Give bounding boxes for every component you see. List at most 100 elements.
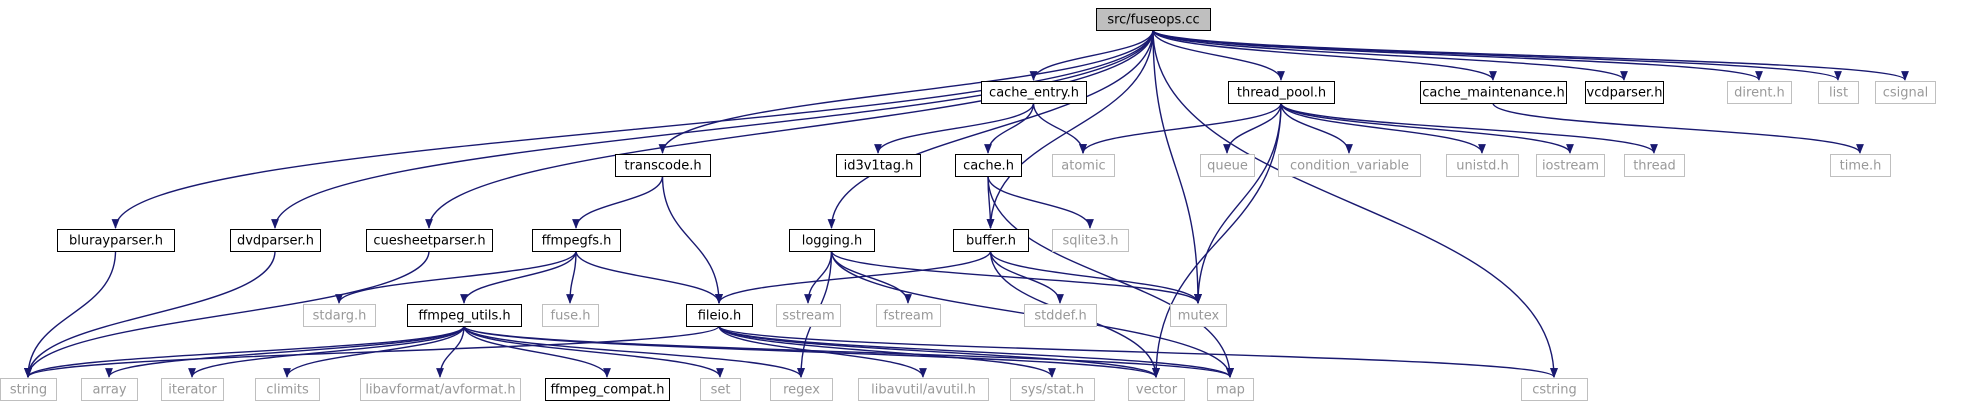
node-avutil: libavutil/avutil.h [858, 378, 989, 401]
node-label: stddef.h [1034, 309, 1086, 324]
node-box [836, 154, 921, 177]
edge-ffmpegfs-to-stdarg [335, 250, 577, 304]
edge-thread_pool-to-thread [1280, 102, 1658, 154]
edge-thread_pool-to-atomic [1079, 102, 1282, 154]
node-buffer[interactable]: buffer.h [953, 229, 1029, 252]
node-box [532, 229, 621, 252]
edge-thread_pool-to-unistd [1280, 102, 1486, 154]
edge-buffer-to-stddef [989, 250, 1064, 304]
edge-fileio-to-map [718, 325, 1234, 378]
node-box [776, 304, 841, 327]
edge-ffmpeg_utils-to-iterator [188, 325, 465, 378]
node-label: list [1829, 86, 1848, 101]
node-label: cache.h [963, 159, 1014, 174]
node-label: cstring [1532, 383, 1576, 398]
node-ffmpeg-utils[interactable]: ffmpeg_utils.h [407, 304, 522, 327]
node-box [955, 154, 1022, 177]
node-label: thread_pool.h [1237, 86, 1326, 101]
node-box [1585, 81, 1664, 104]
node-box [1207, 378, 1254, 401]
node-label: unistd.h [1456, 159, 1509, 174]
node-label: cuesheetparser.h [373, 234, 485, 249]
node-box [615, 154, 711, 177]
edge-root-to-dvdparser [271, 29, 1154, 229]
node-label: ffmpegfs.h [542, 234, 612, 249]
edge-dvdparser-to-string [24, 250, 276, 378]
node-vcdparser[interactable]: vcdparser.h [1585, 81, 1664, 104]
node-box [1536, 154, 1605, 177]
node-box [366, 229, 493, 252]
node-logging[interactable]: logging.h [789, 229, 875, 252]
node-box [81, 378, 138, 401]
node-label: atomic [1061, 159, 1105, 174]
node-box [57, 229, 175, 252]
node-bluray[interactable]: blurayparser.h [57, 229, 175, 252]
node-label: csignal [1883, 86, 1929, 101]
node-id3v1tag[interactable]: id3v1tag.h [836, 154, 921, 177]
edge-thread_pool-to-queue [1223, 102, 1282, 154]
node-label: mutex [1178, 309, 1220, 324]
node-box [770, 378, 833, 401]
edge-thread_pool-to-iostream [1280, 102, 1574, 154]
node-root[interactable]: src/fuseops.cc [1096, 8, 1211, 31]
node-box [1052, 229, 1129, 252]
node-label: buffer.h [966, 234, 1016, 249]
node-box [1228, 81, 1335, 104]
edge-root-to-logging [827, 29, 1154, 229]
node-label: cache_entry.h [989, 86, 1079, 101]
edge-root-to-thread_pool [1152, 29, 1285, 81]
node-label: iostream [1542, 159, 1599, 174]
edge-root-to-cache_maintenance [1152, 29, 1497, 81]
edge-root-to-vcdparser [1152, 29, 1628, 81]
node-atomic: atomic [1052, 154, 1115, 177]
node-dvdparser[interactable]: dvdparser.h [230, 229, 321, 252]
node-label: map [1216, 383, 1245, 398]
node-dirent: dirent.h [1727, 81, 1792, 104]
node-box [686, 304, 753, 327]
node-ffmpeg-compat[interactable]: ffmpeg_compat.h [545, 378, 670, 401]
node-label: iterator [168, 383, 217, 398]
edge-ffmpegfs-to-ffmpeg_utils [460, 250, 577, 304]
node-label: transcode.h [624, 159, 701, 174]
node-set: set [700, 378, 741, 401]
node-fileio[interactable]: fileio.h [686, 304, 753, 327]
node-label: queue [1207, 159, 1248, 174]
node-label: logging.h [802, 234, 863, 249]
node-box [1128, 378, 1185, 401]
edge-root-to-dirent [1152, 29, 1763, 81]
node-label: sqlite3.h [1063, 234, 1119, 249]
node-box [1200, 154, 1255, 177]
node-cache-entry[interactable]: cache_entry.h [981, 81, 1087, 104]
node-box [545, 378, 670, 401]
edge-ffmpeg_utils-to-map [463, 325, 1234, 378]
edge-ffmpeg_utils-to-vector [463, 325, 1160, 378]
node-box [1278, 154, 1421, 177]
node-box [0, 378, 57, 401]
node-box [1024, 304, 1097, 327]
edge-ffmpeg_utils-to-regex [463, 325, 805, 378]
node-label: fstream [883, 309, 933, 324]
node-label: vcdparser.h [1587, 86, 1663, 101]
node-vector: vector [1128, 378, 1185, 401]
edge-root-to-cstring [1152, 29, 1558, 378]
edge-buffer-to-fileio [715, 250, 992, 304]
node-layer: src/fuseops.cc cache_entry.h thread_pool.h… [0, 8, 1936, 401]
node-transcode[interactable]: transcode.h [615, 154, 711, 177]
node-box [407, 304, 522, 327]
node-cache[interactable]: cache.h [955, 154, 1022, 177]
node-cache-maintenance[interactable]: cache_maintenance.h [1420, 81, 1567, 104]
node-cuesheet[interactable]: cuesheetparser.h [366, 229, 493, 252]
node-ffmpegfs[interactable]: ffmpegfs.h [532, 229, 621, 252]
node-label: libavutil/avutil.h [871, 383, 976, 398]
node-unistd: unistd.h [1446, 154, 1519, 177]
node-label: stdarg.h [313, 309, 367, 324]
node-label: sstream [782, 309, 834, 324]
node-thread-pool[interactable]: thread_pool.h [1228, 81, 1335, 104]
node-box [255, 378, 320, 401]
node-box [303, 304, 376, 327]
node-mutex: mutex [1170, 304, 1227, 327]
node-label: sys/stat.h [1021, 383, 1084, 398]
node-climits: climits [255, 378, 320, 401]
node-sysstat: sys/stat.h [1010, 378, 1095, 401]
